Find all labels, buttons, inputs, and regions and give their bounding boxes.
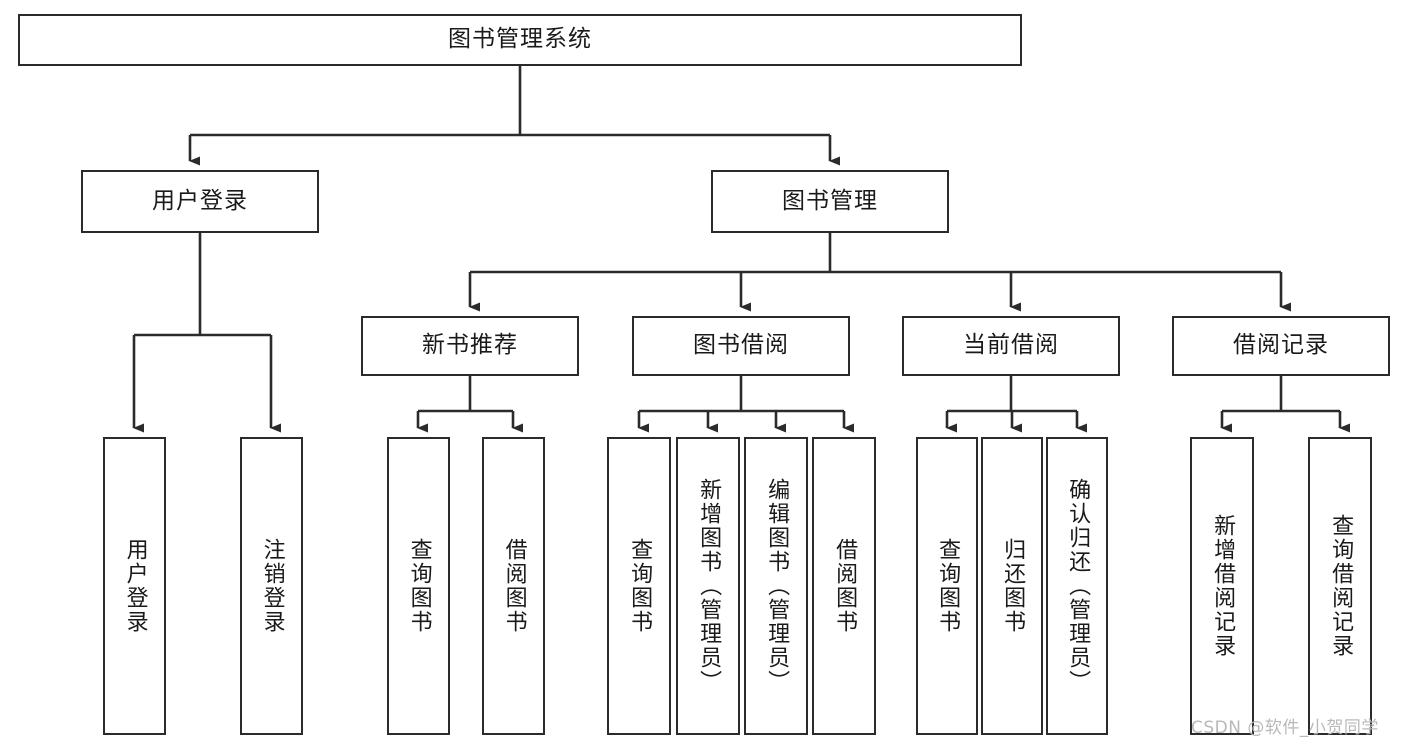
leaf-label: 新增图书（管理员） — [696, 478, 722, 694]
node-book-borrow[interactable]: 图书借阅 — [632, 316, 850, 376]
node-book-management[interactable]: 图书管理 — [711, 170, 949, 233]
leaf-label: 查询图书 — [406, 538, 432, 634]
leaf-label: 查询图书 — [935, 538, 961, 634]
node-current-borrow[interactable]: 当前借阅 — [902, 316, 1120, 376]
node-leaf-logout[interactable]: 注销登录 — [240, 437, 303, 735]
leaf-label: 归还图书 — [1000, 538, 1026, 634]
node-leaf-query-book-1[interactable]: 查询图书 — [387, 437, 450, 735]
node-borrow-record[interactable]: 借阅记录 — [1172, 316, 1390, 376]
node-leaf-borrow-book-1[interactable]: 借阅图书 — [482, 437, 545, 735]
node-leaf-query-book-3[interactable]: 查询图书 — [916, 437, 978, 735]
leaf-label: 新增借阅记录 — [1210, 514, 1236, 658]
leaf-label: 用户登录 — [122, 538, 148, 634]
node-root-system[interactable]: 图书管理系统 — [18, 14, 1022, 66]
node-leaf-add-record[interactable]: 新增借阅记录 — [1190, 437, 1254, 735]
leaf-label: 确认归还（管理员） — [1065, 478, 1091, 694]
leaf-label: 借阅图书 — [501, 538, 527, 634]
node-leaf-borrow-book-2[interactable]: 借阅图书 — [812, 437, 876, 735]
node-leaf-edit-book[interactable]: 编辑图书（管理员） — [744, 437, 808, 735]
node-leaf-query-book-2[interactable]: 查询图书 — [607, 437, 671, 735]
node-leaf-return-book[interactable]: 归还图书 — [981, 437, 1043, 735]
node-leaf-add-book[interactable]: 新增图书（管理员） — [676, 437, 740, 735]
leaf-label: 借阅图书 — [832, 538, 858, 634]
leaf-label: 查询借阅记录 — [1328, 514, 1354, 658]
leaf-label: 注销登录 — [259, 538, 285, 634]
node-leaf-query-record[interactable]: 查询借阅记录 — [1308, 437, 1372, 735]
node-leaf-user-login[interactable]: 用户登录 — [103, 437, 166, 735]
leaf-label: 查询图书 — [627, 538, 653, 634]
leaf-label: 编辑图书（管理员） — [764, 478, 790, 694]
node-user-login[interactable]: 用户登录 — [81, 170, 319, 233]
node-leaf-confirm-return[interactable]: 确认归还（管理员） — [1046, 437, 1108, 735]
csdn-watermark: CSDN @软件_小贺同学 — [1191, 718, 1379, 738]
node-new-book-recommend[interactable]: 新书推荐 — [361, 316, 579, 376]
